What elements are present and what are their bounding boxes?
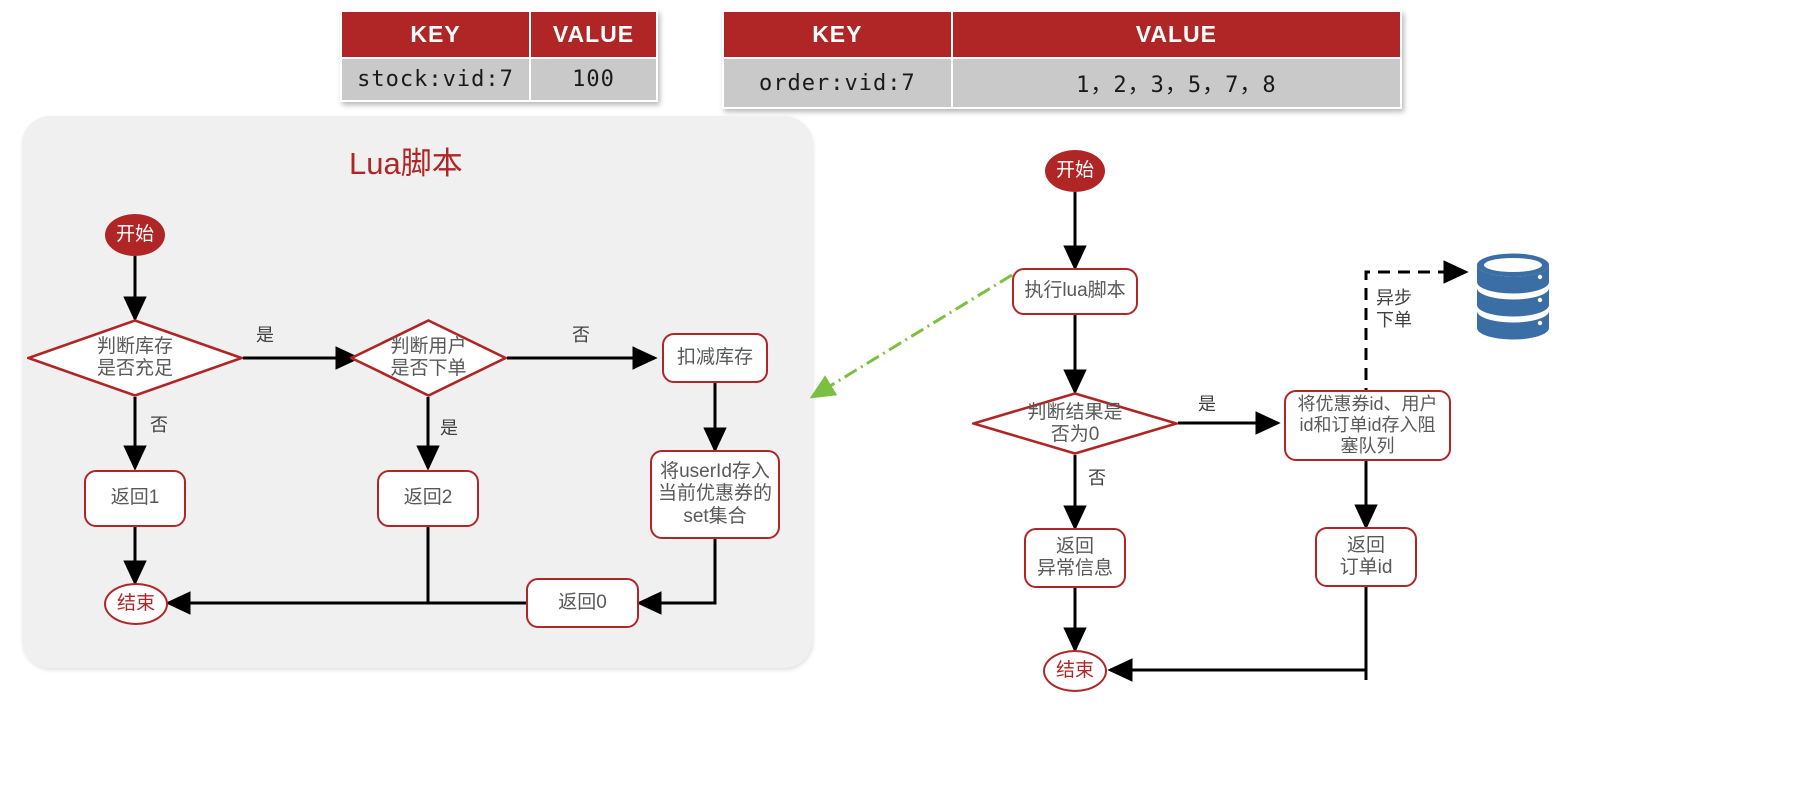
lua-node-check-user: 判断用户 是否下单 (350, 319, 507, 397)
cell-stock-value: 100 (531, 59, 656, 100)
edge-label-result-no: 否 (1088, 468, 1106, 488)
main-node-return-orderid: 返回 订单id (1315, 527, 1417, 587)
main-node-exec-lua: 执行lua脚本 (1012, 268, 1138, 315)
node-label: 判断库存 是否充足 (96, 336, 173, 379)
main-node-enqueue: 将优惠券id、用户 id和订单id存入阻 塞队列 (1284, 390, 1451, 461)
main-node-end: 结束 (1043, 650, 1107, 692)
lua-node-end: 结束 (104, 583, 168, 625)
order-kv-table: KEY VALUE order:vid:7 1，2，3，5，7，8 (722, 10, 1402, 109)
table-header-row: KEY VALUE (724, 12, 1400, 57)
edge-label-stock-no: 否 (150, 415, 168, 435)
edge-orderid-to-end (1107, 587, 1368, 682)
column-header-key: KEY (724, 12, 951, 57)
lua-panel-title: Lua脚本 (349, 146, 463, 181)
edge-exec-lua-reference (809, 273, 1013, 399)
edge-label-user-no: 否 (572, 325, 590, 345)
edge-label-user-yes: 是 (440, 418, 458, 438)
lua-node-return2: 返回2 (377, 470, 479, 527)
table-row: stock:vid:7 100 (342, 59, 656, 100)
cell-stock-key: stock:vid:7 (342, 59, 530, 100)
edge-label-result-yes: 是 (1198, 394, 1216, 414)
main-node-check-result: 判断结果是 否为0 (972, 392, 1178, 455)
lua-node-deduct-stock: 扣减库存 (662, 333, 768, 383)
database-cylinder-icon (1477, 253, 1549, 340)
table-header-row: KEY VALUE (342, 12, 656, 57)
cell-order-value: 1，2，3，5，7，8 (952, 59, 1400, 107)
node-label: 判断用户 是否下单 (390, 336, 467, 379)
node-label: 判断结果是 否为0 (1027, 401, 1123, 445)
main-node-start: 开始 (1045, 150, 1105, 192)
column-header-value: VALUE (952, 12, 1400, 57)
lua-node-start: 开始 (105, 214, 165, 256)
column-header-value: VALUE (531, 12, 656, 57)
stock-kv-table: KEY VALUE stock:vid:7 100 (340, 10, 658, 102)
cell-order-key: order:vid:7 (724, 59, 951, 107)
lua-node-check-stock: 判断库存 是否充足 (27, 319, 243, 397)
lua-node-return0: 返回0 (526, 578, 639, 628)
main-node-return-error: 返回 异常信息 (1024, 528, 1126, 588)
edge-label-async-order: 异步 下单 (1376, 288, 1412, 330)
edge-async-to-database (1364, 260, 1469, 680)
lua-node-save-userid: 将userId存入 当前优惠券的 set集合 (650, 450, 780, 539)
lua-node-return1: 返回1 (84, 470, 186, 527)
table-row: order:vid:7 1，2，3，5，7，8 (724, 59, 1400, 107)
column-header-key: KEY (342, 12, 530, 57)
edge-label-stock-yes: 是 (256, 325, 274, 345)
